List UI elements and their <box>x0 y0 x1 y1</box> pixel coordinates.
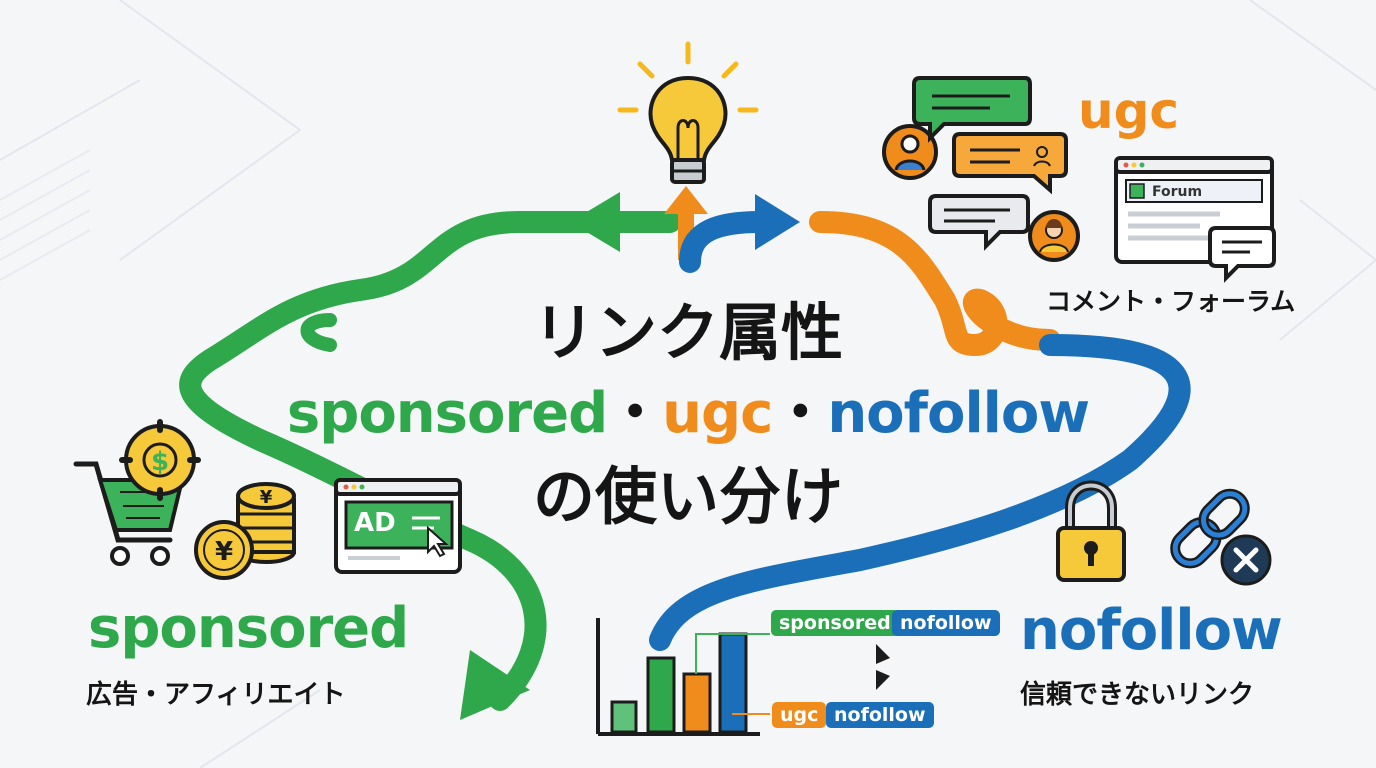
chart-bar <box>718 632 748 734</box>
ad-browser-icon <box>334 478 462 574</box>
lightbulb-icon <box>617 41 759 184</box>
chart-tag-ugc: ugc <box>772 702 827 728</box>
title-separator: ・ <box>772 381 828 446</box>
title-nofollow: nofollow <box>827 381 1090 446</box>
green-flow-path <box>179 211 681 711</box>
blue-flow-path <box>649 211 1191 651</box>
title-separator: ・ <box>607 381 663 446</box>
chart-bar <box>646 656 676 734</box>
chart-tag-nofollow: nofollow <box>826 702 934 728</box>
ugc-desc: コメント・フォーラム <box>1046 287 1296 316</box>
title-line3: の使い分け <box>532 460 843 533</box>
ad-label: AD <box>354 508 396 538</box>
svg-text:¥: ¥ <box>215 537 233 567</box>
chart-bar <box>610 700 638 734</box>
orange-flow-path <box>809 211 1061 357</box>
orange-arrow-up <box>664 186 708 214</box>
nofollow-desc: 信頼できないリンク <box>1020 680 1255 710</box>
chart-tag-sponsored: sponsored <box>771 610 899 636</box>
chart-bar <box>682 672 712 734</box>
background-stripes <box>0 149 91 281</box>
nofollow-label: nofollow <box>1020 598 1283 663</box>
sponsored-label: sponsored <box>88 596 409 661</box>
bar-chart-icon <box>596 618 890 736</box>
green-arrow-up <box>570 192 620 252</box>
svg-text:$: $ <box>151 447 169 477</box>
svg-text:¥: ¥ <box>260 487 273 508</box>
title-ugc: ugc <box>662 381 773 446</box>
title-line2: sponsored・ugc・nofollow <box>0 368 1376 449</box>
forum-browser-icon <box>1114 156 1276 283</box>
blue-arrow-right <box>755 194 800 250</box>
ugc-label: ugc <box>1078 82 1180 140</box>
sponsored-desc: 広告・アフィリエイト <box>86 680 346 710</box>
forum-label: Forum <box>1152 184 1203 200</box>
padlock-icon <box>1056 480 1126 582</box>
green-flow-branch <box>300 313 337 352</box>
green-arrow-down <box>460 650 530 720</box>
gear-icon: $ <box>119 419 201 501</box>
chart-tag-nofollow: nofollow <box>892 610 1000 636</box>
title-line1: リンク属性 <box>532 296 843 369</box>
yen-coin-stack-icon: ¥ ¥ <box>194 482 296 580</box>
ugc-chat-cluster <box>882 76 1080 262</box>
broken-chain-icon <box>1170 488 1272 586</box>
title-sponsored: sponsored <box>286 381 608 446</box>
cursor-icon <box>427 525 449 558</box>
